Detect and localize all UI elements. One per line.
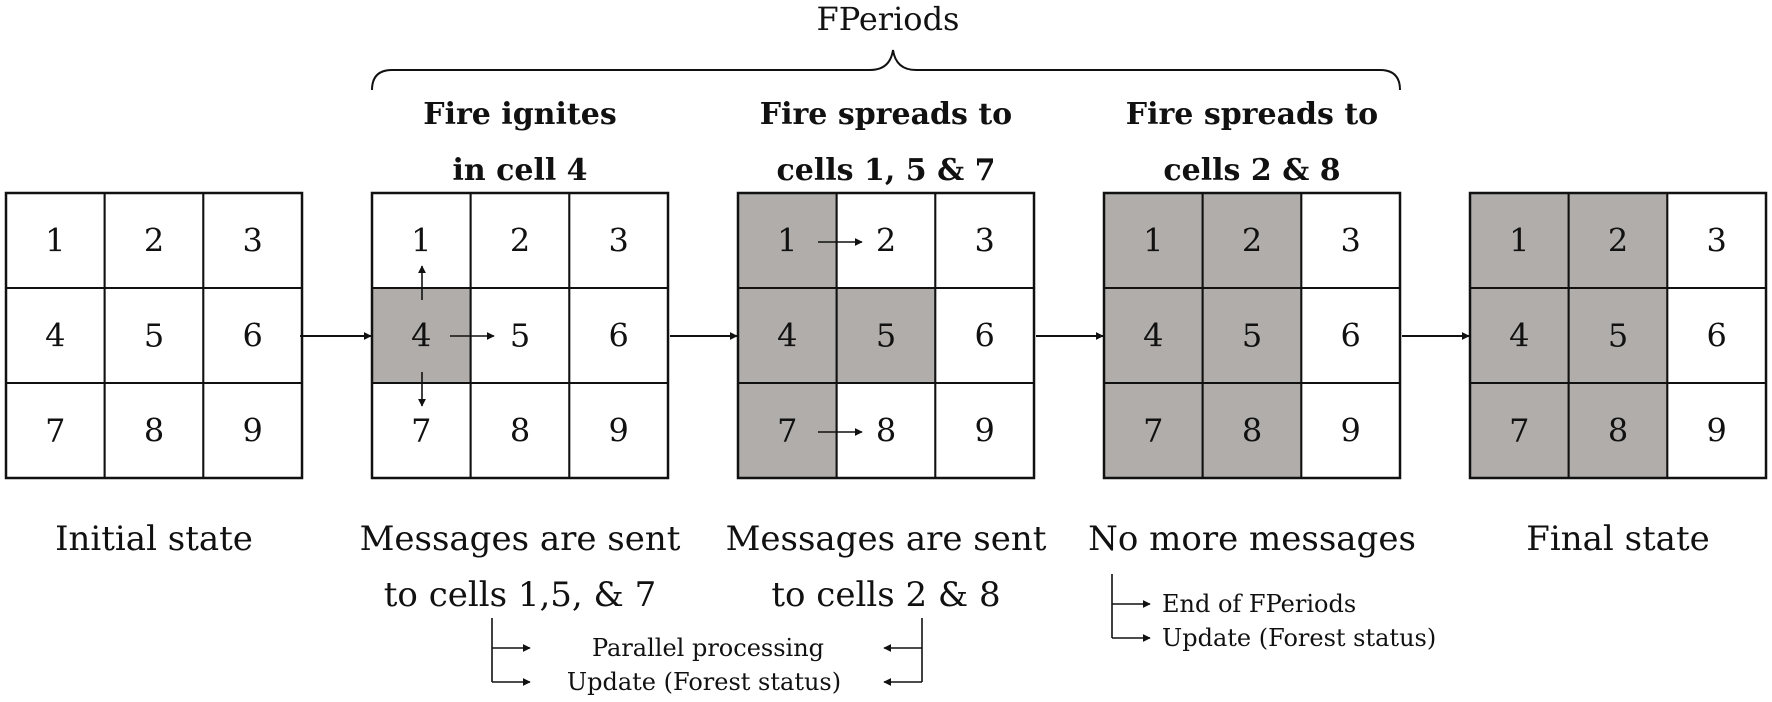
stage-caption-line: to cells 1,5, & 7 bbox=[384, 575, 657, 615]
cell-number: 6 bbox=[1706, 317, 1726, 355]
cell-number: 2 bbox=[876, 222, 896, 260]
stage-4: Fire spreads to cells 2 & 81 2 3 4 5 6 7 8 9 No mo… bbox=[1088, 97, 1416, 559]
grid-cell bbox=[202, 287, 304, 384]
cell-number: 9 bbox=[1340, 412, 1360, 450]
cell-number: 2 bbox=[144, 222, 164, 260]
grid-cell bbox=[5, 192, 106, 289]
stage-caption-line: Initial state bbox=[55, 519, 253, 559]
stage-title-line: in cell 4 bbox=[452, 153, 587, 188]
grid-cell bbox=[103, 382, 205, 479]
grid-cell bbox=[568, 192, 670, 289]
cell-number: 5 bbox=[1242, 317, 1262, 355]
parallel-processing-note: Parallel processing bbox=[592, 634, 824, 662]
cell-number: 4 bbox=[411, 317, 431, 355]
cell-number: 8 bbox=[876, 412, 896, 450]
stage-3: Fire spreads to cells 1, 5 & 7 1 2 3 4 5 6 7 8 9Me… bbox=[726, 97, 1047, 615]
cell-number: 4 bbox=[1509, 317, 1529, 355]
stage-caption-line: Final state bbox=[1526, 519, 1709, 559]
cell-number: 4 bbox=[1143, 317, 1163, 355]
stage-title-line: cells 1, 5 & 7 bbox=[777, 153, 996, 188]
cell-number: 5 bbox=[144, 317, 164, 355]
cell-number: 3 bbox=[242, 222, 262, 260]
grid-cell bbox=[103, 192, 205, 289]
stage-title-line: Fire spreads to bbox=[760, 97, 1012, 132]
grid-cell-burnt bbox=[1103, 287, 1204, 384]
cell-number: 7 bbox=[45, 412, 65, 450]
grid-cell bbox=[568, 287, 670, 384]
grid-cell-burnt bbox=[1103, 382, 1204, 479]
cell-number: 8 bbox=[144, 412, 164, 450]
cell-number: 3 bbox=[608, 222, 628, 260]
cell-number: 9 bbox=[974, 412, 994, 450]
stage-title-line: Fire ignites bbox=[423, 97, 616, 132]
grid-border bbox=[736, 191, 1036, 480]
grid-cell-burnt bbox=[1103, 192, 1204, 289]
grid-border bbox=[370, 191, 670, 480]
stage-title-line: cells 2 & 8 bbox=[1163, 153, 1340, 188]
cell-number: 6 bbox=[974, 317, 994, 355]
cell-number: 9 bbox=[1706, 412, 1726, 450]
stage-caption-line: to cells 2 & 8 bbox=[771, 575, 1000, 615]
cell-number: 8 bbox=[510, 412, 530, 450]
cell-number: 7 bbox=[411, 412, 431, 450]
cell-number: 5 bbox=[1608, 317, 1628, 355]
grid-cell bbox=[568, 382, 670, 479]
cell-number: 5 bbox=[876, 317, 896, 355]
cell-number: 2 bbox=[1242, 222, 1262, 260]
end-of-fperiods-note: End of FPeriods bbox=[1162, 590, 1356, 618]
cell-number: 1 bbox=[411, 222, 431, 260]
cell-number: 3 bbox=[1706, 222, 1726, 260]
stage-title-line: Fire spreads to bbox=[1126, 97, 1378, 132]
cell-number: 4 bbox=[45, 317, 65, 355]
stage-caption-line: No more messages bbox=[1088, 519, 1416, 559]
grid-border bbox=[1468, 191, 1768, 480]
cell-number: 7 bbox=[1143, 412, 1163, 450]
grid-cell bbox=[934, 287, 1036, 384]
cell-number: 3 bbox=[1340, 222, 1360, 260]
stage-caption-line: Messages are sent bbox=[726, 519, 1047, 559]
grid-cell-burnt bbox=[737, 287, 838, 384]
fperiods-label: FPeriods bbox=[817, 0, 960, 38]
cell-number: 5 bbox=[510, 317, 530, 355]
cell-number: 1 bbox=[45, 222, 65, 260]
grid-cell bbox=[469, 192, 571, 289]
grid-border bbox=[1102, 191, 1402, 480]
cell-number: 1 bbox=[1509, 222, 1529, 260]
cell-number: 8 bbox=[1242, 412, 1262, 450]
end-update-forest-note: Update (Forest status) bbox=[1162, 624, 1436, 652]
cell-number: 9 bbox=[242, 412, 262, 450]
cell-number: 1 bbox=[777, 222, 797, 260]
cell-number: 4 bbox=[777, 317, 797, 355]
cell-number: 9 bbox=[608, 412, 628, 450]
update-forest-note: Update (Forest status) bbox=[567, 668, 841, 696]
cell-number: 6 bbox=[242, 317, 262, 355]
cell-number: 6 bbox=[1340, 317, 1360, 355]
cell-number: 1 bbox=[1143, 222, 1163, 260]
cell-number: 8 bbox=[1608, 412, 1628, 450]
cell-number: 2 bbox=[510, 222, 530, 260]
stage-caption-line: Messages are sent bbox=[360, 519, 681, 559]
cell-number: 7 bbox=[1509, 412, 1529, 450]
cell-number: 7 bbox=[777, 412, 797, 450]
cell-number: 2 bbox=[1608, 222, 1628, 260]
cell-number: 3 bbox=[974, 222, 994, 260]
grid-cell bbox=[469, 382, 571, 479]
cell-number: 6 bbox=[608, 317, 628, 355]
grid-cell-burnt bbox=[1201, 382, 1303, 479]
fperiods-brace bbox=[371, 49, 1401, 91]
